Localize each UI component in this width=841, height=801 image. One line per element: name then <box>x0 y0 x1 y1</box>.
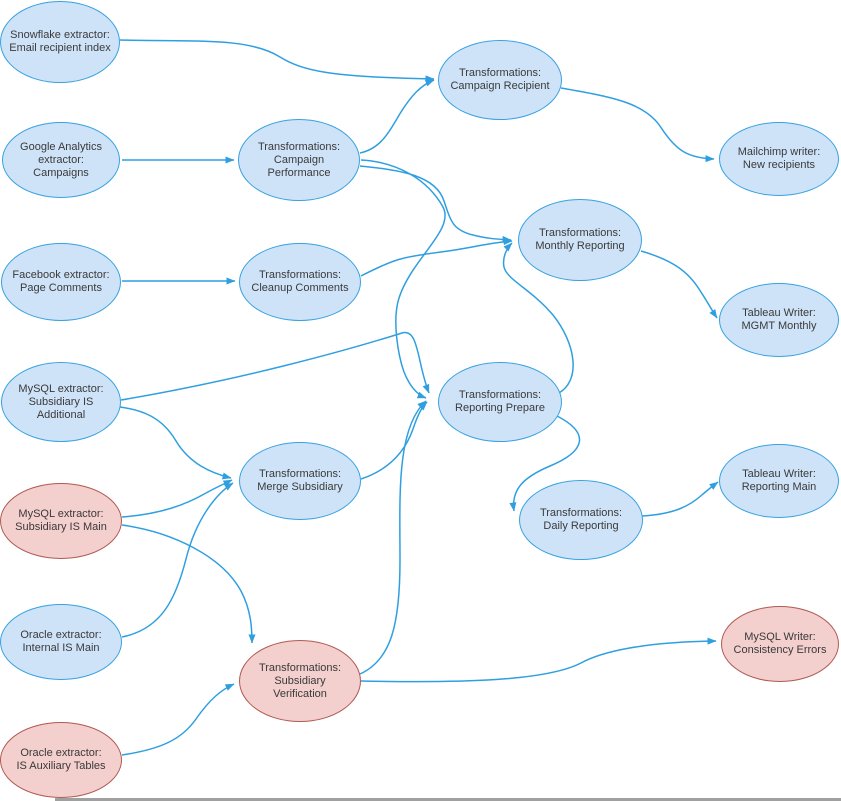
node-mailchimp-writer[interactable]: Mailchimp writer: New recipients <box>719 122 839 196</box>
edge-transformations-campaign-performance--to--transformations-campaign-recipient[interactable] <box>359 79 435 154</box>
edge-transformations-daily-reporting--to--tableau-writer-reporting-main[interactable] <box>641 481 719 517</box>
node-tableau-writer-mgmt[interactable]: Tableau Writer: MGMT Monthly <box>719 283 839 357</box>
edge-transformations-campaign-recipient--to--mailchimp-writer[interactable] <box>560 87 715 163</box>
node-transformations-merge-subsidiary[interactable]: Transformations: Merge Subsidiary <box>239 442 361 520</box>
edge-transformations-subsidiary-verification--to--transformations-reporting-prepare[interactable] <box>359 400 427 675</box>
node-facebook-extractor[interactable]: Facebook extractor: Page Comments <box>1 243 121 321</box>
node-google-analytics-extractor[interactable]: Google Analytics extractor: Campaigns <box>2 122 120 198</box>
node-label: Transformations: Campaign Recipient <box>450 67 550 92</box>
edge-transformations-reporting-prepare--to--transformations-daily-reporting[interactable] <box>509 415 581 512</box>
edge-transformations-campaign-performance--to--transformations-monthly-reporting[interactable] <box>359 165 512 243</box>
node-tableau-writer-reporting-main[interactable]: Tableau Writer: Reporting Main <box>719 444 839 518</box>
node-label: Mailchimp writer: New recipients <box>737 146 821 171</box>
node-transformations-reporting-prepare[interactable]: Transformations: Reporting Prepare <box>438 362 562 442</box>
node-label: Tableau Writer: MGMT Monthly <box>741 307 817 332</box>
edge-oracle-extractor-internal--to--transformations-merge-subsidiary[interactable] <box>121 482 234 638</box>
node-label: Google Analytics extractor: Campaigns <box>20 140 102 179</box>
node-label: Facebook extractor: Page Comments <box>12 269 110 294</box>
node-label: Transformations: Merge Subsidiary <box>257 468 343 493</box>
node-label: Transformations: Cleanup Comments <box>251 269 349 294</box>
node-label: Snowflake extractor: Email recipient ind… <box>9 29 111 54</box>
edge-transformations-monthly-reporting--to--tableau-writer-mgmt[interactable] <box>640 250 718 319</box>
node-label: Transformations: Subsidiary Verification <box>258 661 342 700</box>
node-transformations-subsidiary-verification[interactable]: Transformations: Subsidiary Verification <box>239 640 361 722</box>
node-label: Transformations: Monthly Reporting <box>535 227 625 252</box>
node-label: MySQL extractor: Subsidiary IS Main <box>15 508 107 533</box>
node-label: Oracle extractor: IS Auxiliary Tables <box>16 747 106 772</box>
node-mysql-extractor-main[interactable]: MySQL extractor: Subsidiary IS Main <box>0 483 122 559</box>
edge-transformations-cleanup-comments--to--transformations-monthly-reporting[interactable] <box>360 238 513 277</box>
node-transformations-cleanup-comments[interactable]: Transformations: Cleanup Comments <box>239 243 361 321</box>
node-transformations-campaign-recipient[interactable]: Transformations: Campaign Recipient <box>438 40 562 120</box>
node-mysql-extractor-additional[interactable]: MySQL extractor: Subsidiary IS Additiona… <box>1 362 121 442</box>
node-label: Transformations: Reporting Prepare <box>455 389 545 414</box>
edge-transformations-merge-subsidiary--to--transformations-reporting-prepare[interactable] <box>360 401 428 480</box>
node-transformations-monthly-reporting[interactable]: Transformations: Monthly Reporting <box>518 199 642 281</box>
node-label: Oracle extractor: Internal IS Main <box>20 629 102 654</box>
edge-transformations-subsidiary-verification--to--mysql-writer-consistency[interactable] <box>360 637 717 683</box>
edge-snowflake-extractor--to--transformations-campaign-recipient[interactable] <box>119 39 435 83</box>
node-label: Tableau Writer: Reporting Main <box>741 468 817 493</box>
edge-mysql-extractor-additional--to--transformations-merge-subsidiary[interactable] <box>119 406 232 480</box>
edge-transformations-reporting-prepare--to--transformations-monthly-reporting[interactable] <box>502 242 574 394</box>
node-snowflake-extractor[interactable]: Snowflake extractor: Email recipient ind… <box>0 1 120 83</box>
edge-mysql-extractor-main--to--transformations-subsidiary-verification[interactable] <box>121 524 256 644</box>
node-oracle-extractor-auxiliary[interactable]: Oracle extractor: IS Auxiliary Tables <box>0 722 122 798</box>
edge-mysql-extractor-additional--to--transformations-reporting-prepare[interactable] <box>120 331 430 401</box>
node-transformations-daily-reporting[interactable]: Transformations: Daily Reporting <box>519 480 643 560</box>
edge-oracle-extractor-auxiliary--to--transformations-subsidiary-verification[interactable] <box>121 683 235 756</box>
edge-transformations-campaign-performance--to--transformations-reporting-prepare[interactable] <box>360 159 446 399</box>
node-label: Transformations: Daily Reporting <box>539 507 623 532</box>
node-transformations-campaign-performance[interactable]: Transformations: Campaign Performance <box>238 119 360 201</box>
node-label: MySQL extractor: Subsidiary IS Additiona… <box>18 382 104 421</box>
node-oracle-extractor-internal[interactable]: Oracle extractor: Internal IS Main <box>0 604 122 680</box>
horizontal-scrollbar[interactable] <box>55 798 841 801</box>
node-label: Transformations: Campaign Performance <box>257 140 341 179</box>
node-mysql-writer-consistency[interactable]: MySQL Writer: Consistency Errors <box>721 606 839 682</box>
node-label: MySQL Writer: Consistency Errors <box>733 631 827 656</box>
